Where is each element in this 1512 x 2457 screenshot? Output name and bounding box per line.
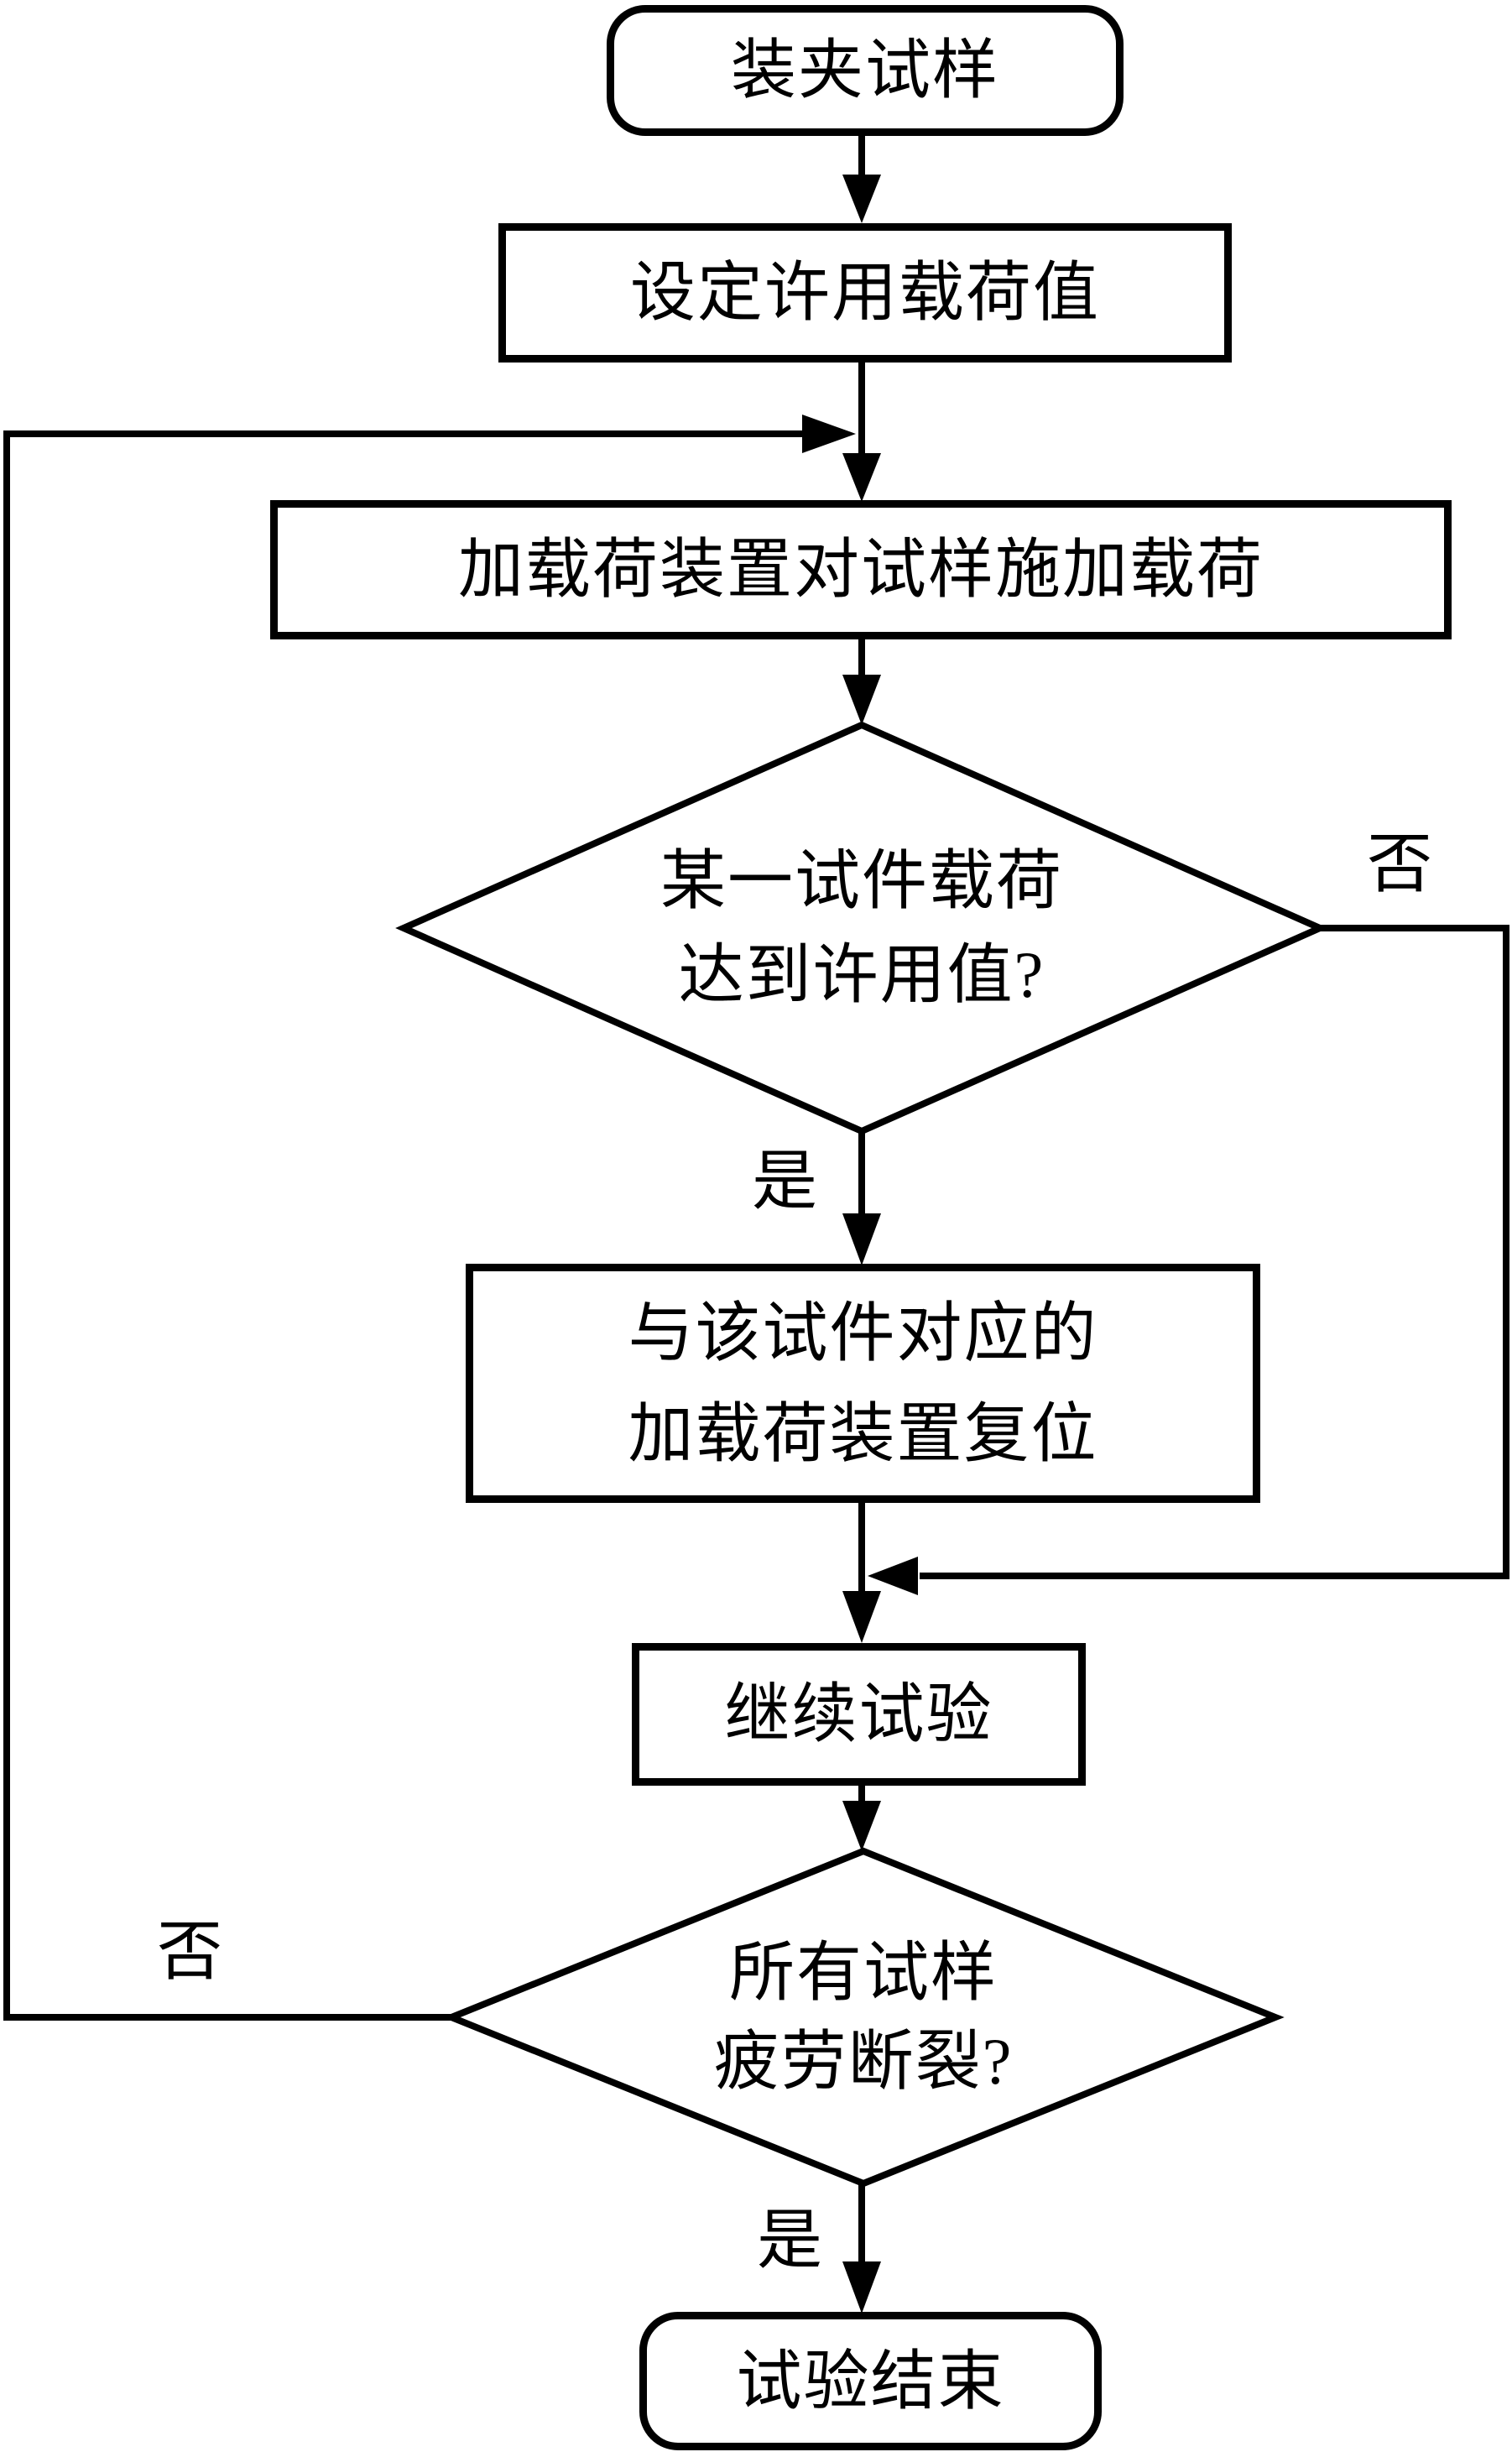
node-reset-device-label: 与该试件对应的 加载荷装置复位 xyxy=(628,1283,1098,1484)
node-start: 装夹试样 xyxy=(607,5,1124,136)
arrowhead-end xyxy=(842,2261,881,2314)
decision-all-broken-label: 所有试样 疲劳断裂? xyxy=(714,1928,1014,2106)
node-continue-test-label: 继续试验 xyxy=(724,1677,993,1750)
decision-load-reached-line2: 达到许用值? xyxy=(678,938,1045,1011)
decision-all-broken-line2: 疲劳断裂? xyxy=(713,2025,1014,2098)
node-reset-device-line1: 与该试件对应的 xyxy=(628,1296,1098,1369)
branch-label-yes-decision1: 是 xyxy=(751,1145,818,1218)
connector-loop-no-left xyxy=(3,430,806,2021)
node-continue-test: 继续试验 xyxy=(632,1643,1086,1786)
arrowhead-continue xyxy=(842,1591,881,1643)
node-set-allowable-load-label: 设定许用载荷值 xyxy=(629,256,1100,329)
arrowhead-decision2 xyxy=(842,1801,881,1851)
branch-label-yes-decision2: 是 xyxy=(756,2204,823,2277)
arrowhead-loop-right-merge xyxy=(868,1557,918,1595)
arrowhead-reset xyxy=(842,1213,881,1265)
arrowhead-loop-left-merge xyxy=(802,415,856,453)
decision-load-reached-label: 某一试件载荷 达到许用值? xyxy=(660,834,1063,1022)
node-end-label: 试验结束 xyxy=(736,2344,1005,2418)
branch-label-no-decision1: 否 xyxy=(1366,827,1433,900)
connector-loop-no-right xyxy=(920,925,1509,1579)
node-apply-load: 加载荷装置对试样施加载荷 xyxy=(270,500,1452,639)
arrowhead-decision1 xyxy=(842,675,881,725)
branch-label-no-decision2: 否 xyxy=(156,1915,223,1988)
arrowhead-setload xyxy=(842,175,881,223)
node-set-allowable-load: 设定许用载荷值 xyxy=(498,223,1232,363)
node-start-label: 装夹试样 xyxy=(730,34,999,107)
decision-load-reached-line1: 某一试件载荷 xyxy=(660,844,1064,917)
node-reset-device: 与该试件对应的 加载荷装置复位 xyxy=(466,1264,1260,1503)
node-apply-load-label: 加载荷装置对试样施加载荷 xyxy=(457,533,1264,606)
arrowhead-applyload xyxy=(842,453,881,502)
node-end: 试验结束 xyxy=(639,2312,1102,2450)
node-reset-device-line2: 加载荷装置复位 xyxy=(628,1396,1098,1470)
decision-all-broken-line1: 所有试样 xyxy=(728,1936,998,2009)
